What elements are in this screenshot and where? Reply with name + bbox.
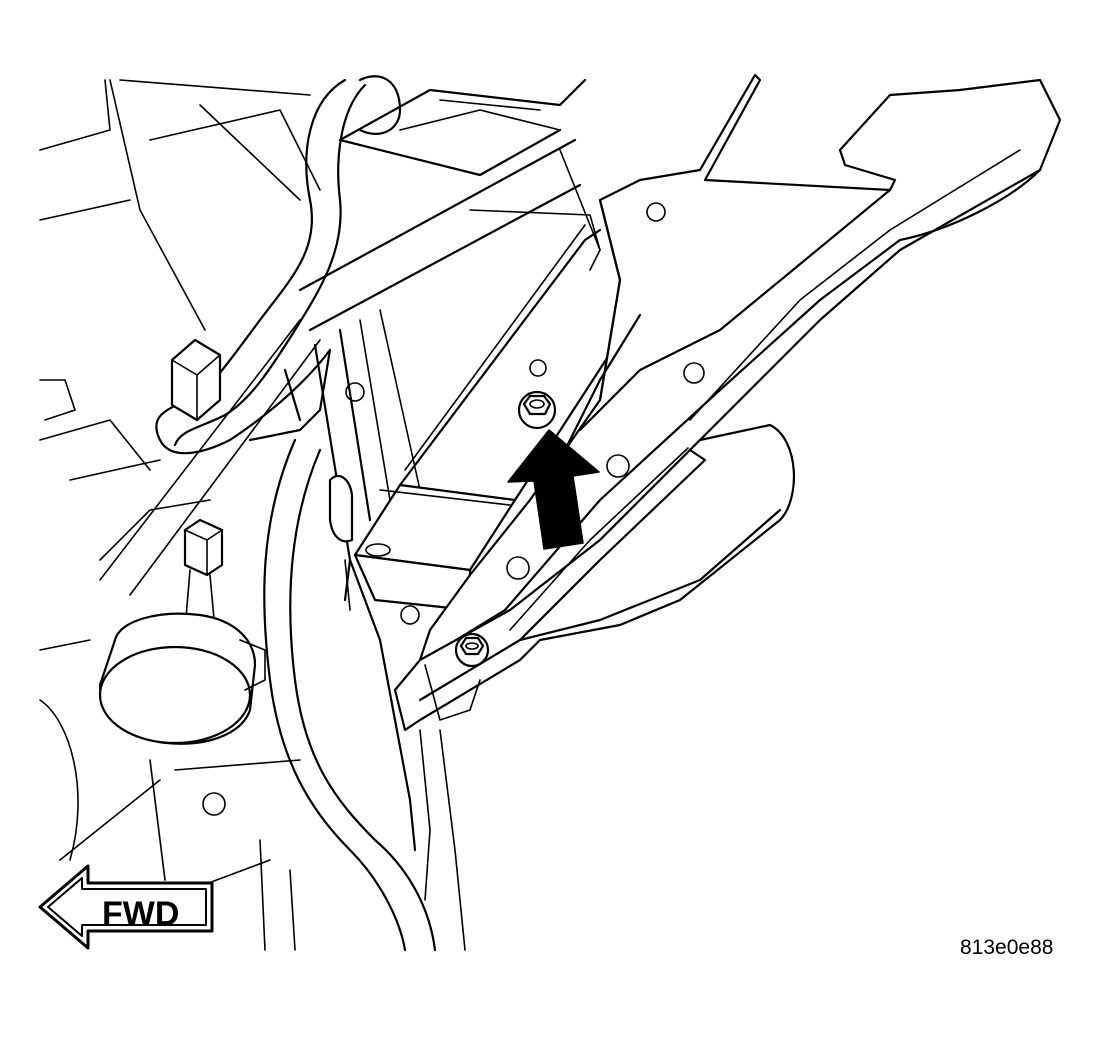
- wiring-harness: [155, 75, 437, 952]
- round-mount: [98, 612, 266, 745]
- frame-rail: [259, 309, 466, 951]
- upper-cross-member: [99, 78, 601, 596]
- reinforcement-plate: [418, 73, 1062, 662]
- lower-shield: [393, 423, 795, 732]
- flange-nut-upper: [517, 390, 557, 430]
- mounting-bracket: [353, 224, 637, 612]
- fwd-label: FWD: [102, 895, 179, 933]
- background-structure: [39, 79, 321, 891]
- flange-nut-lower: [454, 632, 490, 668]
- fwd-arrow-icon: FWD: [38, 864, 214, 950]
- callout-arrow-icon: [507, 429, 600, 550]
- figure-id: 813e0e88: [960, 936, 1054, 959]
- connector-blocks: [170, 338, 224, 631]
